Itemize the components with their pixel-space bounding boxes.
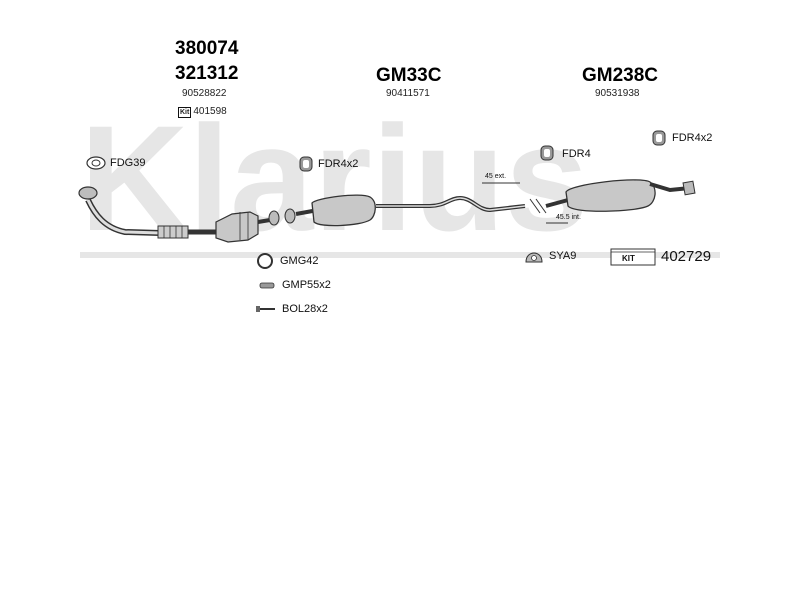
right-reference-number: 90531938: [595, 88, 640, 99]
catalytic-converter: [215, 211, 259, 243]
label-bol28x2: BOL28x2: [282, 303, 328, 315]
left-kit-number: 401598: [193, 106, 227, 117]
part-code-380074: 380074: [175, 38, 239, 59]
bolt-icon: [256, 306, 275, 312]
kit-box-graphic: [610, 248, 656, 266]
label-fdr4: FDR4: [562, 148, 591, 160]
rear-silencer: [565, 179, 656, 212]
flex-section: [157, 225, 216, 239]
front-flange: [78, 186, 98, 200]
label-gmg42: GMG42: [280, 255, 319, 267]
label-fdg39: FDG39: [110, 157, 146, 169]
part-code-gm238c: GM238C: [582, 65, 659, 86]
part-code-321312: 321312: [175, 63, 239, 84]
bracket-icon-sya: [525, 252, 543, 263]
gasket-icon-fdg: [86, 156, 106, 170]
middle-silencer: [311, 194, 376, 227]
middle-reference-number: 90411571: [386, 88, 430, 99]
dimension-ext: 45 ext.: [485, 173, 507, 180]
ring-gasket-icon: [257, 253, 273, 269]
part-code-gm33c: GM33C: [376, 65, 442, 86]
kit-number-402729: 402729: [661, 248, 712, 265]
rubber-mount-icon-right: [652, 130, 666, 146]
rubber-mount-icon-mid: [540, 145, 554, 161]
kit-tag-right: KIT: [622, 254, 635, 263]
label-fdr4x2-left: FDR4x2: [318, 158, 359, 170]
label-sya9: SYA9: [549, 250, 577, 262]
dimension-int: 45.5 int.: [556, 214, 581, 221]
left-reference-number: 90528822: [182, 88, 227, 99]
rubber-mount-icon-left: [299, 156, 313, 172]
tailpipe: [649, 182, 691, 193]
connector-clamp: [268, 208, 296, 226]
label-gmp55x2: GMP55x2: [282, 279, 331, 291]
kit-tag: Kit: [178, 107, 192, 118]
label-fdr4x2-right: FDR4x2: [672, 132, 713, 144]
clamp-icon: [259, 282, 275, 289]
